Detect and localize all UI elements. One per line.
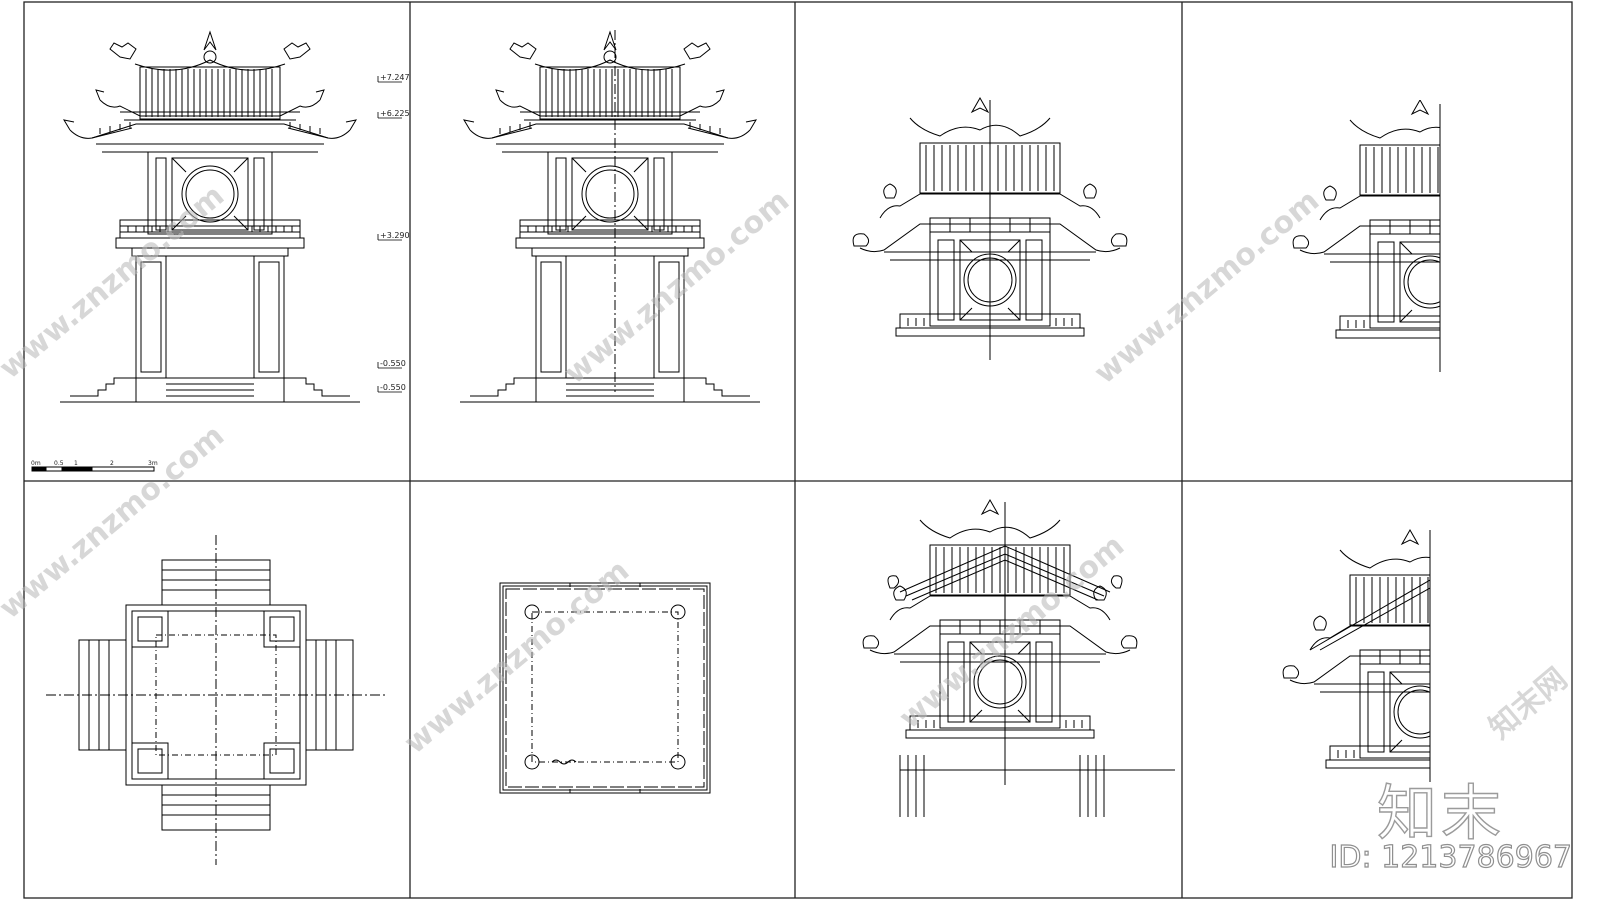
level-markers: [377, 76, 402, 393]
watermark-text: www.znzmo.com: [1088, 183, 1326, 391]
scale-bar: [31, 466, 155, 472]
level-label: -0.550: [380, 383, 406, 392]
scale-label: 0.5: [54, 460, 64, 467]
image-id: ID: 1213786967: [1329, 839, 1573, 875]
scale-label: 3m: [148, 460, 158, 467]
watermark-text: www.znzmo.com: [398, 553, 636, 761]
scale-label: 2: [110, 460, 114, 467]
brand-logo: 知末: [1376, 778, 1505, 849]
watermark-text: www.znzmo.com: [558, 183, 796, 391]
partial-cross-section: [1282, 529, 1430, 769]
watermark-text: www.znzmo.com: [0, 418, 231, 626]
watermark-text: 知末网: [1483, 661, 1574, 746]
roof-plan: [499, 582, 711, 794]
ground-plan: [45, 534, 387, 866]
level-label: +6.225: [380, 109, 410, 118]
level-label: +7.247: [380, 73, 410, 82]
section-support: [899, 502, 1175, 817]
level-label: +3.290: [380, 231, 410, 240]
scale-label: 0m: [31, 460, 41, 467]
watermark-text: www.znzmo.com: [0, 178, 231, 386]
watermark-layer: www.znzmo.com www.znzmo.com www.znzmo.co…: [0, 178, 1574, 761]
partial-section: [1292, 100, 1440, 339]
level-label: -0.550: [380, 359, 406, 368]
scale-label: 1: [74, 460, 78, 467]
panel-grid: [23, 1, 1573, 899]
